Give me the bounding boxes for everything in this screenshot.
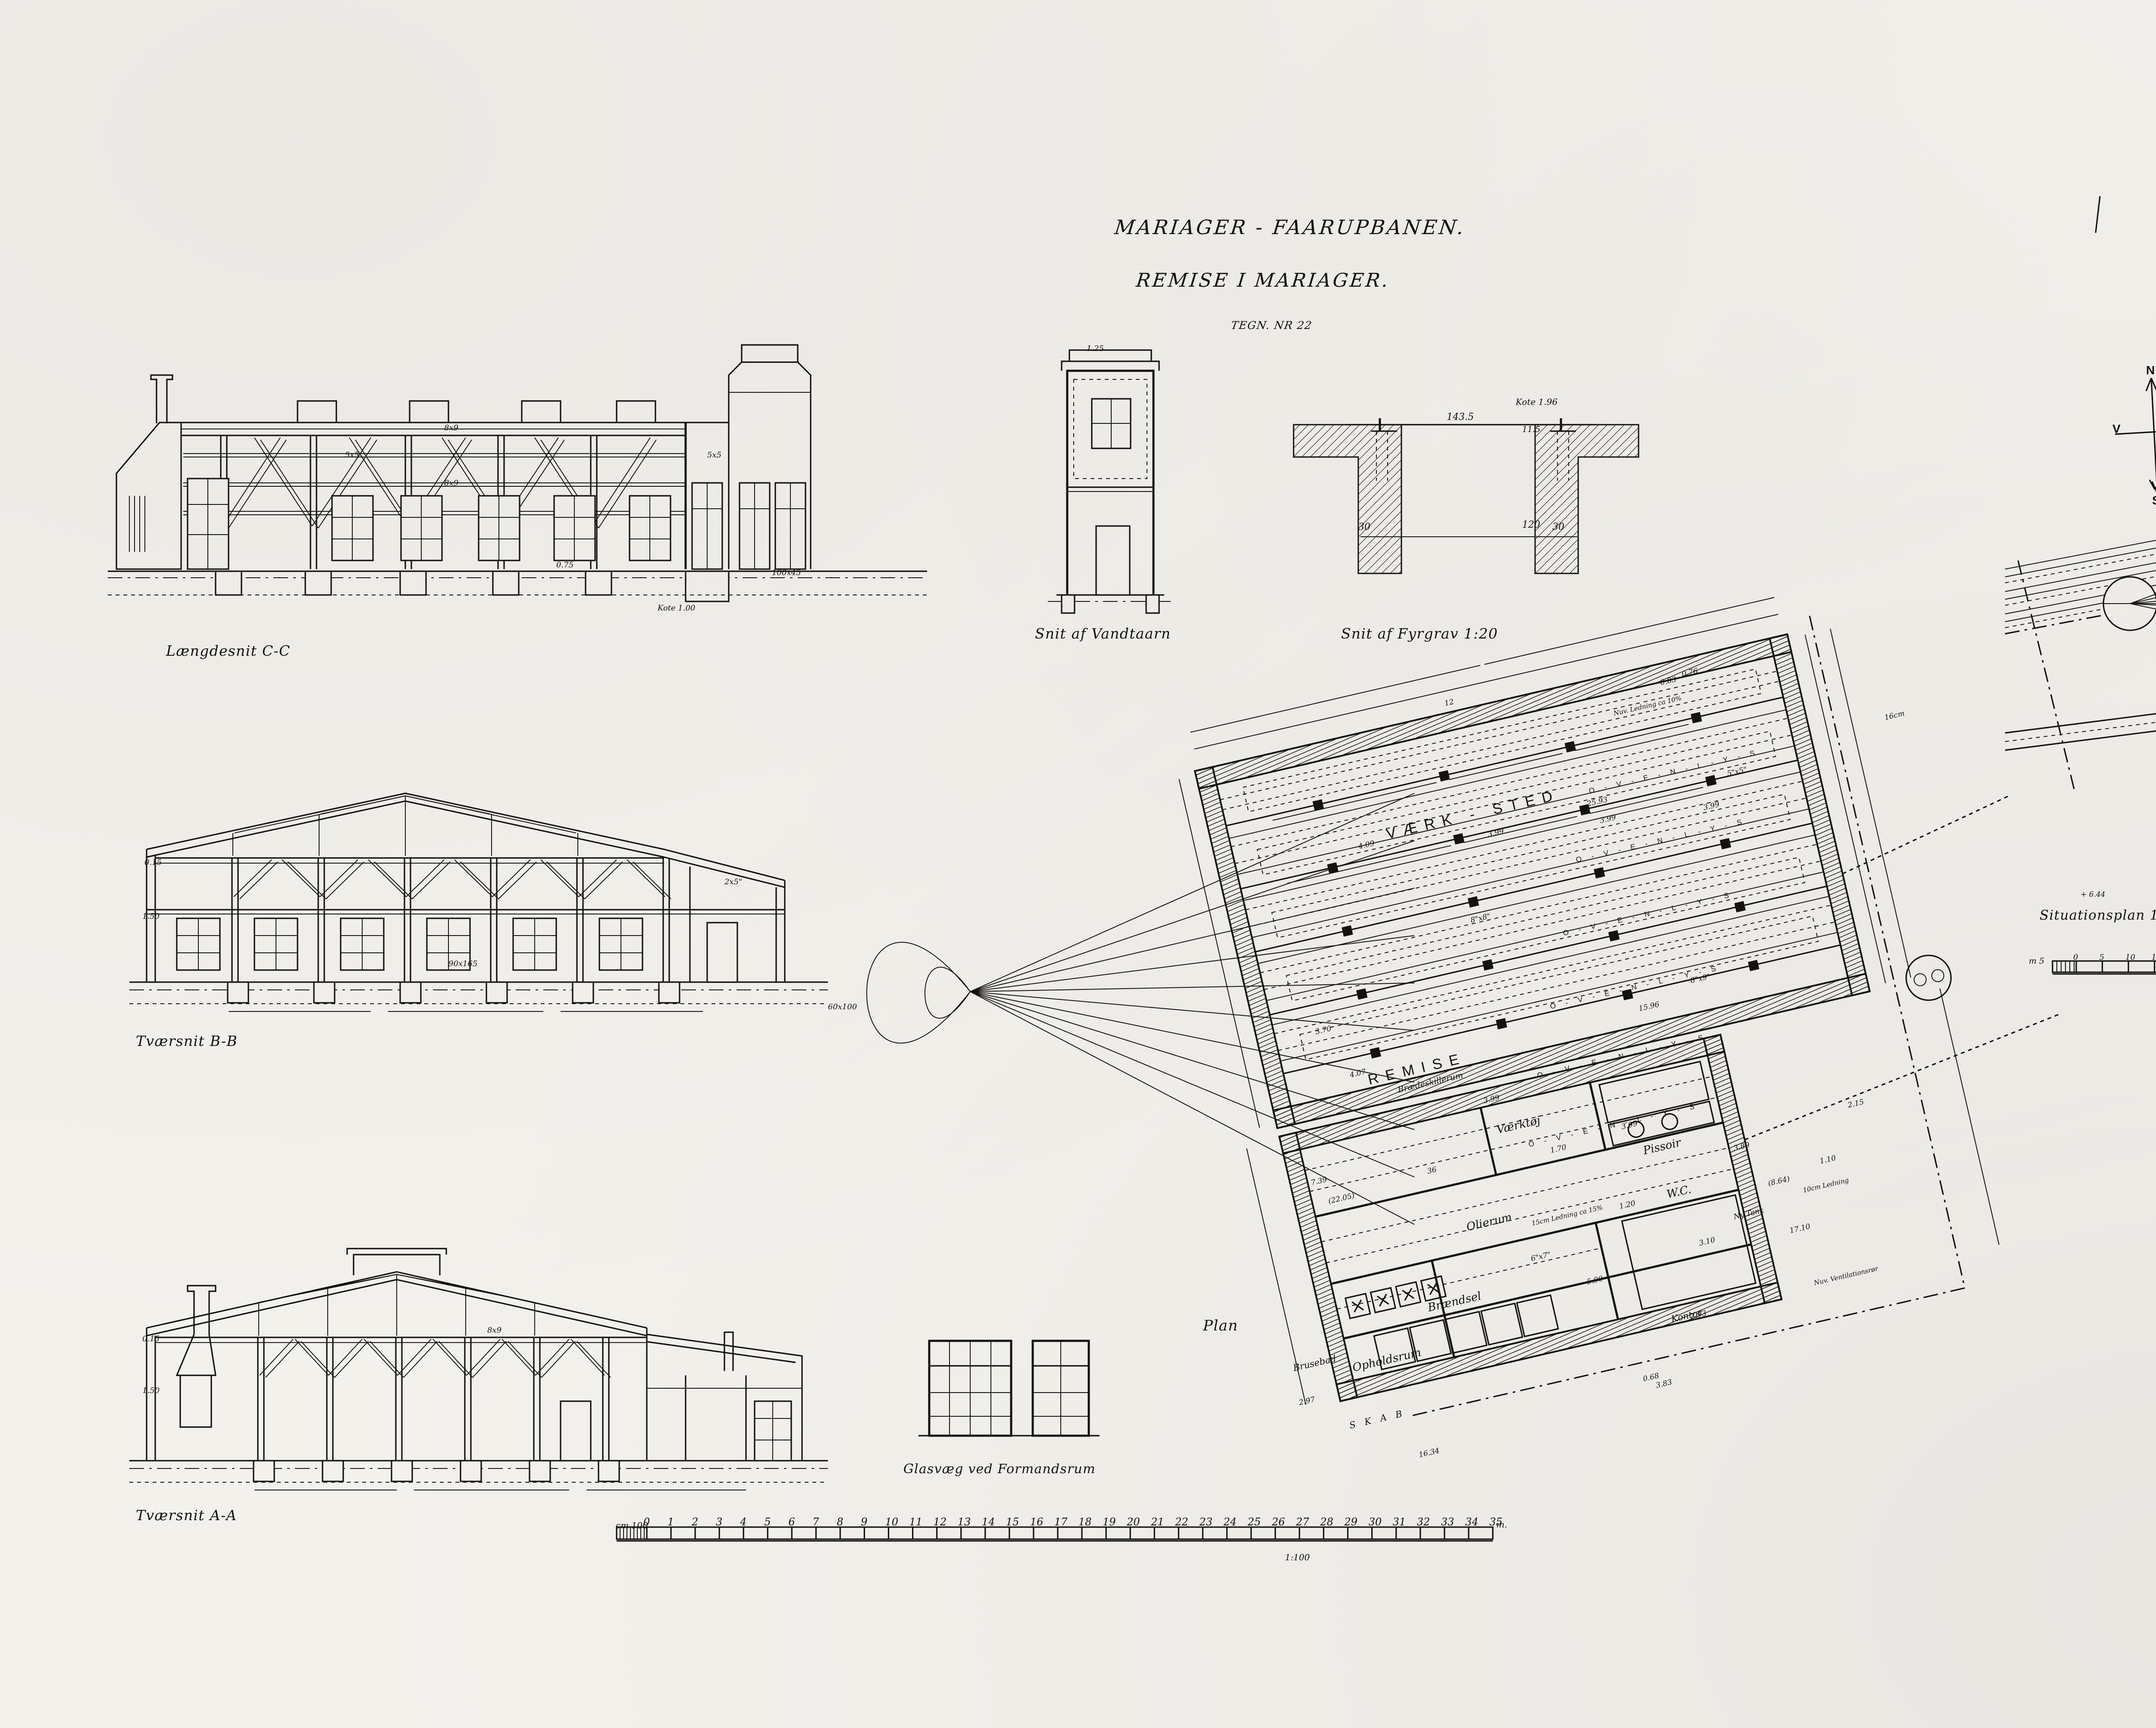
page-title-building: REMISE I MARIAGER. — [1135, 269, 1391, 291]
caption-cross-section-aa: Tværsnit A-A — [136, 1507, 237, 1524]
bb-note-left: 0.15 — [144, 858, 162, 867]
scale-tick-label: 24 — [1223, 1516, 1237, 1528]
caption-cross-section-bb: Tværsnit B-B — [136, 1033, 238, 1049]
scale-tick-label: 14 — [981, 1516, 995, 1528]
elevation-note-5x5-a: 5x5 — [345, 451, 360, 460]
fyrgrav-depth-dim: 120 — [1522, 520, 1540, 530]
site-scale-tick-label: 10 — [2125, 953, 2135, 962]
water-tower-section-drawing — [1048, 349, 1171, 614]
scale-tick-label: 2 — [692, 1516, 699, 1528]
compass-west-label: V — [2112, 422, 2121, 435]
site-plan-drawing — [2005, 540, 2156, 789]
caption-plan: Plan — [1203, 1317, 1238, 1334]
bb-note-window: 90x165 — [448, 959, 478, 968]
scale-tick-label: 22 — [1175, 1516, 1188, 1528]
scale-tick-label: 20 — [1127, 1516, 1140, 1528]
fyrgrav-wall-left-dim: 30 — [1358, 522, 1370, 532]
caption-longitudinal-section: Længdesnit C-C — [166, 642, 291, 659]
compass-rose: N V Ø S — [2112, 363, 2156, 507]
scale-tick-label: 34 — [1465, 1516, 1479, 1528]
fyrgrav-kote-label: Kote 1.96 — [1516, 397, 1558, 407]
caption-fire-pit: Snit af Fyrgrav 1:20 — [1341, 625, 1498, 642]
drawing-number: TEGN. NR 22 — [1230, 319, 1313, 332]
scale-tick-label: 10 — [885, 1516, 899, 1528]
main-scale-bar-graphic — [616, 1526, 1494, 1542]
elevation-note-8x9-a: 8x9 — [444, 423, 459, 432]
scale-tick-label: 8 — [837, 1516, 843, 1528]
scale-tick-label: 4 — [740, 1516, 747, 1528]
fyrgrav-top-dim: 143.5 — [1447, 412, 1474, 423]
page-title-railway: MARIAGER - FAARUPBANEN. — [1113, 216, 1467, 239]
scale-bar-unit: m. — [1496, 1519, 1507, 1530]
pencil-mark — [2095, 196, 2101, 233]
scale-tick-label: 28 — [1320, 1516, 1334, 1528]
scale-tick-label: 25 — [1247, 1516, 1261, 1528]
scale-bar-ratio: 1:100 — [1285, 1552, 1310, 1562]
cross-section-bb-drawing — [129, 792, 828, 1012]
site-scale-left-label: m 5 — [2029, 956, 2045, 966]
elevation-note-5x5-b: 5x5 — [707, 451, 722, 460]
scale-tick-label: 15 — [1006, 1516, 1019, 1528]
scale-tick-label: 18 — [1078, 1516, 1092, 1528]
glass-wall-detail-drawing — [918, 1340, 1100, 1437]
fyrgrav-wall-right-dim: 30 — [1552, 522, 1564, 532]
scale-tick-label: 5 — [764, 1516, 771, 1528]
scale-tick-label: 19 — [1103, 1516, 1116, 1528]
scale-tick-label: 32 — [1416, 1516, 1430, 1528]
caption-glass-wall: Glasvæg ved Formandsrum — [903, 1462, 1096, 1477]
scale-tick-label: 33 — [1441, 1516, 1454, 1528]
longitudinal-section-drawing — [108, 344, 927, 602]
caption-site-plan: Situationsplan 1:500 — [2040, 908, 2156, 923]
fire-pit-section-drawing — [1293, 418, 1639, 574]
bb-note-roof: 2x5" — [724, 877, 743, 886]
scale-tick-label: 13 — [957, 1516, 971, 1528]
site-elev-2: + 6.44 — [2081, 890, 2106, 899]
main-plan-drawing — [1178, 597, 2061, 1417]
scale-bar-left-label: cm 100 — [616, 1520, 648, 1531]
site-scale-tick-label: 0 — [2073, 953, 2078, 962]
scale-tick-label: 29 — [1344, 1516, 1358, 1528]
scale-tick-label: 21 — [1151, 1516, 1164, 1528]
scale-tick-label: 7 — [812, 1516, 819, 1528]
aa-note-2: 1.50 — [142, 1386, 160, 1395]
aa-note-1: 0.15 — [142, 1334, 160, 1343]
scale-tick-label: 17 — [1054, 1516, 1068, 1528]
scale-tick-label: 31 — [1392, 1516, 1406, 1528]
cross-section-aa-drawing — [129, 1248, 828, 1490]
elevation-note-075: 0.75 — [556, 560, 574, 570]
compass-south-label: S — [2152, 494, 2156, 507]
site-scale-tick-label: 15 — [2151, 953, 2156, 962]
scale-tick-label: 30 — [1368, 1516, 1382, 1528]
scale-tick-label: 35 — [1489, 1516, 1503, 1528]
scale-tick-label: 12 — [933, 1516, 947, 1528]
scale-tick-label: 26 — [1272, 1516, 1285, 1528]
water-tower-dim: 1.25 — [1087, 344, 1104, 353]
bb-note-left2: 1.50 — [142, 912, 160, 921]
projection-rays — [866, 793, 1415, 1225]
elevation-note-100x45: 100x45 — [772, 568, 801, 577]
bb-note-right: 60x100 — [828, 1002, 857, 1011]
compass-north-label: N — [2146, 363, 2155, 377]
scale-tick-label: 23 — [1199, 1516, 1213, 1528]
scale-tick-label: 1 — [667, 1516, 674, 1528]
site-scale-tick-label: 5 — [2099, 953, 2104, 962]
scale-tick-label: 27 — [1296, 1516, 1310, 1528]
main-plan: VÆRK - STED REMISE O - V - E - N - L - Y… — [1178, 539, 2061, 1487]
scale-tick-label: 11 — [909, 1516, 923, 1528]
caption-water-tower: Snit af Vandtaarn — [1035, 625, 1171, 642]
elevation-note-8x9-b: 8x9 — [444, 479, 459, 488]
scale-tick-label: 9 — [861, 1516, 868, 1528]
compass-lines — [2115, 378, 2156, 493]
aa-note-3: 8x9 — [487, 1326, 502, 1335]
elevation-note-kote: Kote 1.00 — [658, 604, 696, 613]
fyrgrav-small-dim: 11.5 — [1522, 425, 1541, 434]
scale-tick-label: 16 — [1030, 1516, 1044, 1528]
site-scale-bar-graphic — [2052, 960, 2156, 975]
scale-tick-label: 0 — [643, 1516, 650, 1528]
scale-tick-label: 3 — [716, 1516, 723, 1528]
scale-tick-label: 6 — [788, 1516, 795, 1528]
